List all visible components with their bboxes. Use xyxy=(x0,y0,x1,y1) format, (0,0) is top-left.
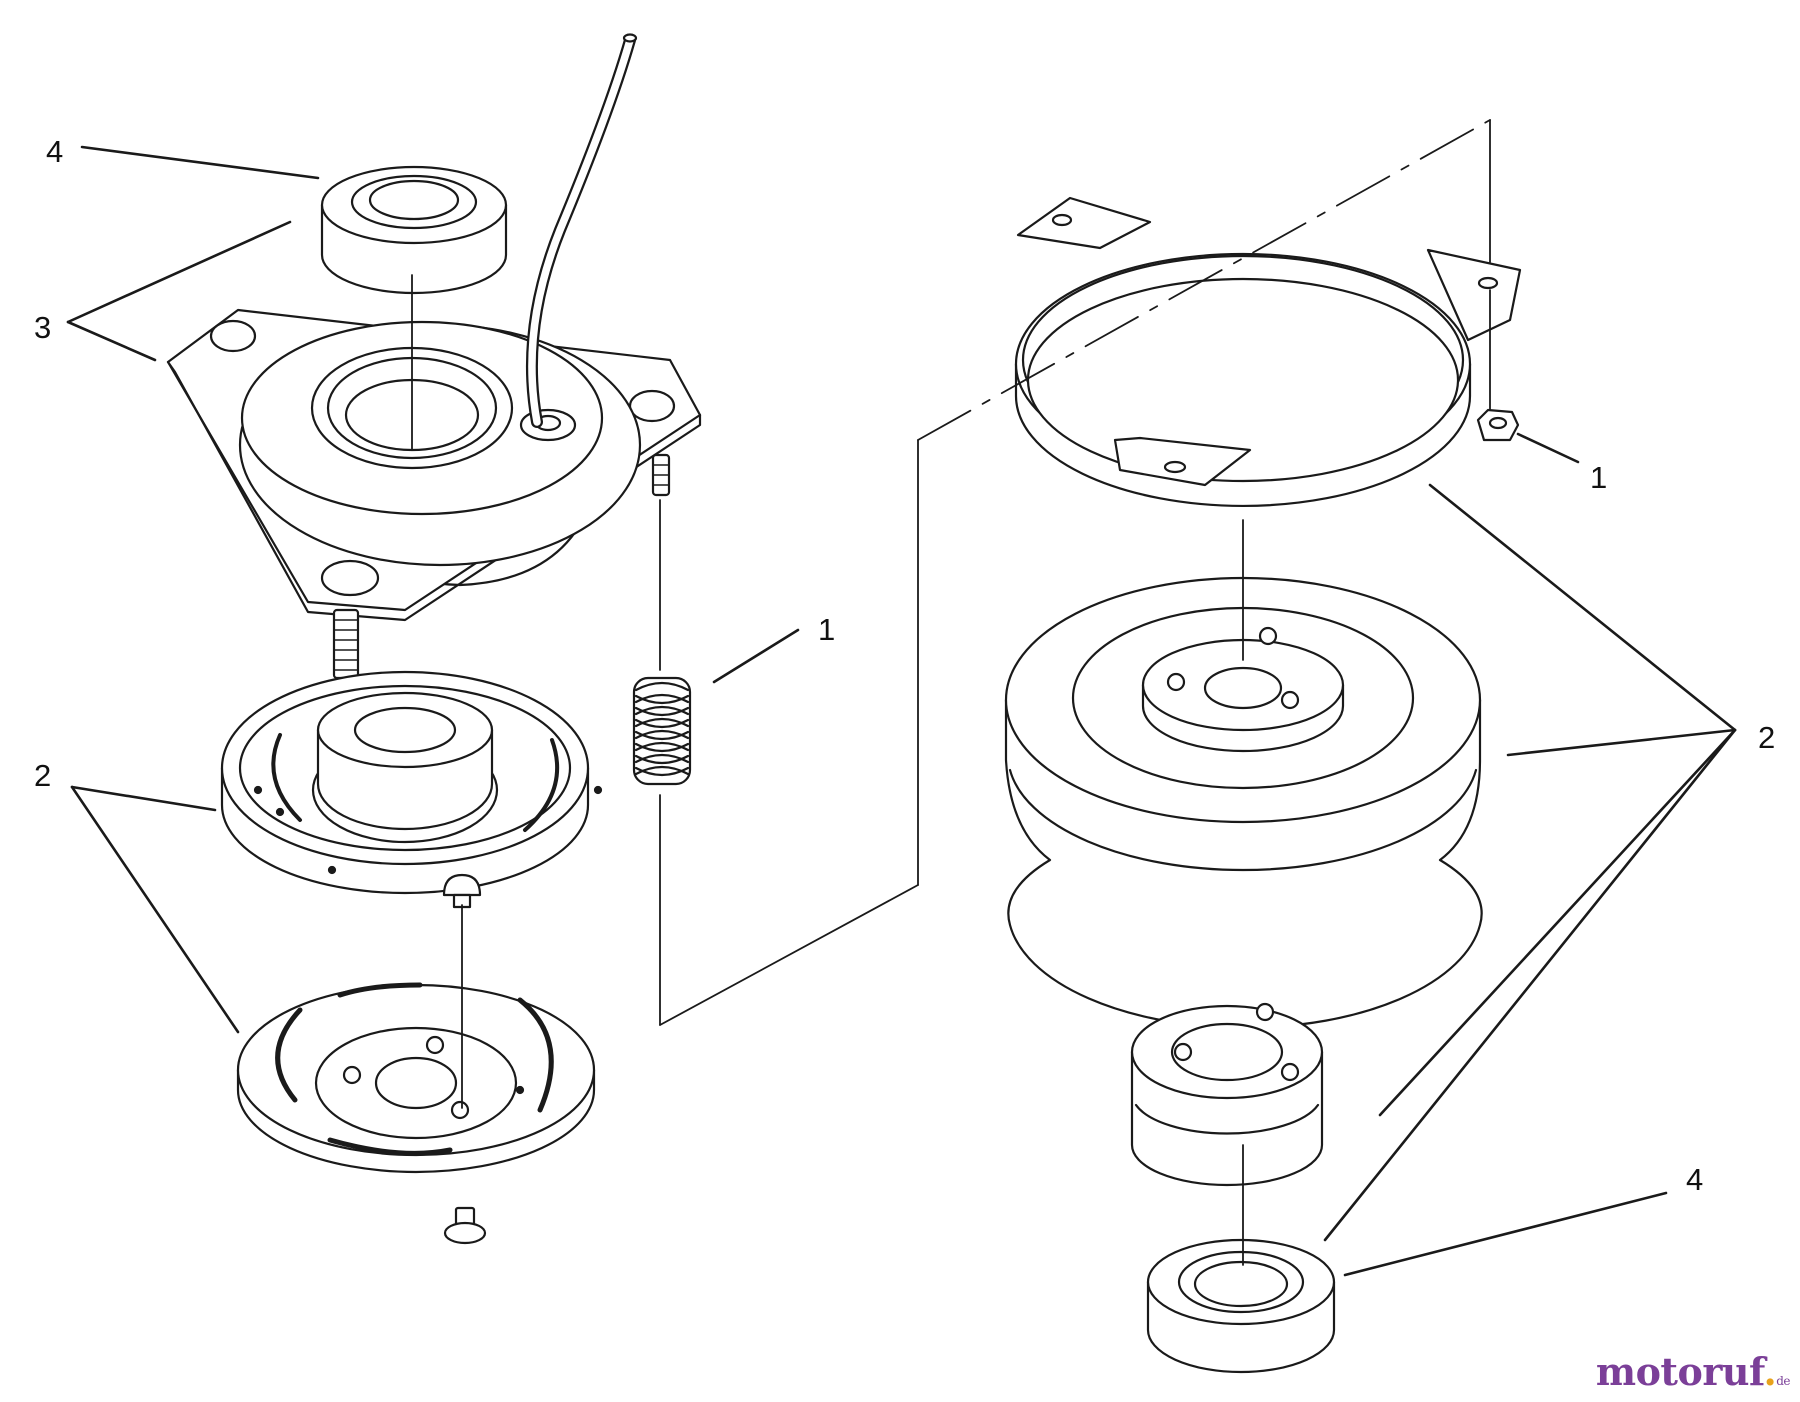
rivet-top xyxy=(442,873,482,909)
left-bearing xyxy=(320,165,508,295)
leader-lines xyxy=(66,145,1737,1277)
callout-left-spring: 1 xyxy=(818,612,835,647)
left-armature xyxy=(220,670,603,895)
center-lines xyxy=(411,119,1491,1266)
hex-nut xyxy=(1476,408,1520,442)
callout-labels: 4 3 1 2 1 2 4 xyxy=(34,134,1775,1197)
callout-left-rotor-armature: 2 xyxy=(34,758,51,793)
pulley-hub xyxy=(1130,1002,1324,1187)
callout-left-field-assembly: 3 xyxy=(34,310,51,345)
callout-left-bearing: 4 xyxy=(46,134,63,169)
callout-right-rotor-pulley: 2 xyxy=(1758,720,1775,755)
mounting-ring xyxy=(1014,196,1522,508)
field-coil-assembly xyxy=(166,33,702,622)
watermark-tld: de xyxy=(1776,1374,1790,1388)
left-friction-plate xyxy=(236,982,596,1174)
rivet-bottom xyxy=(443,1206,487,1245)
watermark-dot: . xyxy=(1763,1349,1777,1394)
callout-right-nut: 1 xyxy=(1590,460,1607,495)
left-studs xyxy=(332,453,671,680)
watermark-part1: motoruf xyxy=(1595,1349,1764,1394)
callout-right-bearing: 4 xyxy=(1686,1162,1703,1197)
right-bearing xyxy=(1146,1238,1336,1374)
rotor-pulley xyxy=(1004,576,1483,1029)
watermark-logo: motoruf.de xyxy=(1595,1349,1791,1394)
compression-spring xyxy=(632,676,692,786)
